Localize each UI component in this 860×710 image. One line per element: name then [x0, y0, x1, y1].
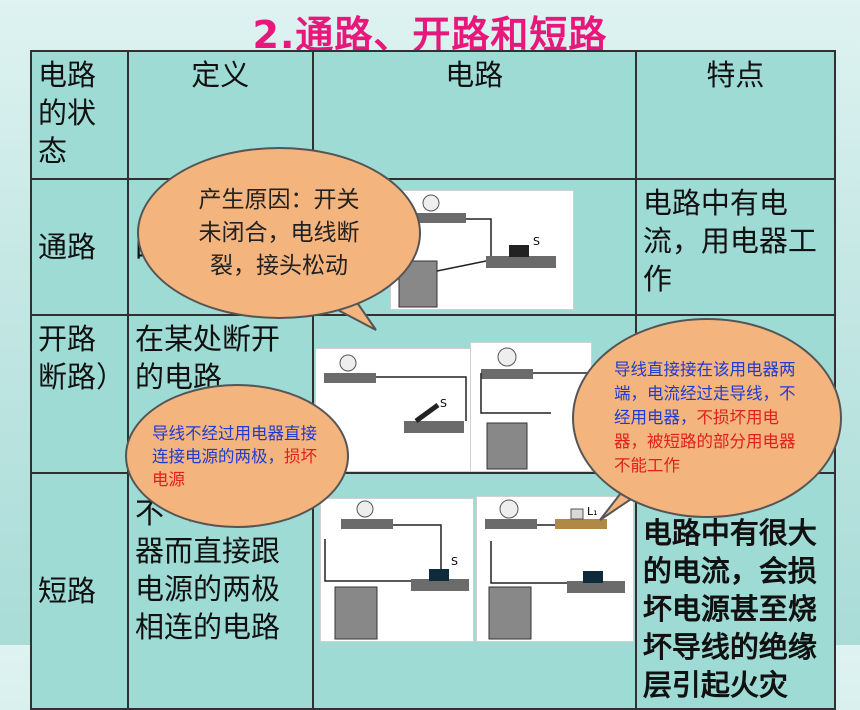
feature-closed: 电路中有电流，用电器工作 — [634, 178, 837, 316]
state-open: 开路 断路） — [29, 314, 130, 474]
open-circuit-diagram-2 — [470, 342, 592, 472]
header-definition-text: 定义 — [191, 58, 250, 92]
wire — [436, 260, 487, 272]
switch-board — [486, 256, 556, 268]
lamp-bulb-icon — [356, 500, 374, 518]
header-circuit-text: 电路 — [445, 58, 504, 92]
lamp-bulb-icon — [497, 347, 517, 367]
wire — [376, 376, 467, 421]
switch-board — [404, 421, 464, 433]
lamp-bulb-icon — [339, 354, 357, 372]
callout-open-cause: 产生原因：开关未闭合，电线断裂，接头松动 — [137, 147, 421, 319]
battery-icon — [334, 586, 378, 640]
wire — [480, 373, 551, 414]
switch-label: S — [440, 397, 447, 410]
switch-label: S — [533, 235, 540, 248]
switch-board — [567, 581, 625, 593]
short-circuit-svg: S — [324, 500, 469, 640]
callout-short-appliance-main: 导线直接接在该用电器两端，电流经过走导线，不经用电器， — [614, 360, 796, 427]
header-state-text: 电路的状态 — [38, 58, 97, 168]
feature-closed-text: 电路中有电流，用电器工作 — [642, 186, 817, 296]
state-short-text: 短路 — [38, 574, 97, 608]
short-circuit-diagram-2: L₁ — [476, 496, 634, 642]
callout-open-cause-text: 产生原因：开关未闭合，电线断裂，接头松动 — [198, 186, 360, 279]
lamp-l1-board — [555, 519, 607, 529]
wire — [490, 541, 567, 584]
lamp-board — [481, 369, 533, 379]
callout-short-appliance-text: 导线直接接在该用电器两端，电流经过走导线，不经用电器，不损坏用电器，被短路的部分… — [614, 358, 800, 478]
state-open-text: 开路 断路） — [38, 322, 126, 394]
header-feature-text: 特点 — [706, 58, 765, 92]
open-circuit-2-svg — [480, 347, 589, 470]
lamp-l1-icon — [570, 508, 584, 520]
wire — [393, 524, 442, 569]
definition-open-text: 在某处断开的电路 — [135, 322, 281, 394]
short-circuit-2-svg: L₁ — [485, 499, 625, 640]
switch-open-icon — [414, 402, 440, 424]
callout-short-source-highlight: 损坏电源 — [152, 446, 317, 489]
lamp-bulb-icon — [422, 194, 440, 212]
state-closed-text: 通路 — [38, 230, 97, 264]
header-row: 电路的状态 定义 电路 特点 — [29, 50, 837, 180]
closed-circuit-diagram: S — [390, 190, 574, 310]
switch-closed-icon — [509, 245, 529, 257]
lamp-l1-label: L₁ — [587, 505, 598, 518]
open-circuit-svg: S — [324, 354, 467, 433]
lamp-board — [324, 373, 376, 383]
state-closed: 通路 — [29, 178, 130, 316]
slide-title: 2.通路、开路和短路 — [252, 13, 608, 57]
wire — [466, 218, 492, 256]
header-circuit: 电路 — [311, 50, 637, 180]
header-state: 电路的状态 — [29, 50, 130, 180]
switch-closed-icon — [583, 571, 603, 583]
callout-short-appliance-highlight: 不损坏用电器，被短路的部分用电器不能工作 — [614, 408, 796, 475]
wire — [324, 539, 411, 582]
lamp-board — [485, 519, 537, 529]
battery-icon — [486, 422, 528, 470]
header-feature: 特点 — [634, 50, 837, 180]
definition-short-text: 不 器而直接跟电源的两极相连的电路 — [135, 496, 281, 644]
callout-short-source: 导线不经过用电器直接连接电源的两极，损坏电源 — [125, 384, 349, 528]
lamp-board — [416, 213, 466, 223]
switch-closed-icon — [429, 569, 449, 581]
switch-label: S — [451, 555, 458, 568]
short-circuit-diagram: S — [320, 498, 474, 642]
switch-board — [411, 579, 469, 591]
callout-short-source-main: 导线不经过用电器直接连接电源的两极， — [152, 423, 317, 466]
callout-short-appliance: 导线直接接在该用电器两端，电流经过走导线，不经用电器，不损坏用电器，被短路的部分… — [572, 318, 842, 518]
callout-short-source-text: 导线不经过用电器直接连接电源的两极，损坏电源 — [152, 422, 322, 491]
lamp-bulb-icon — [499, 499, 519, 519]
lamp-board — [341, 519, 393, 529]
battery-icon — [488, 586, 532, 640]
